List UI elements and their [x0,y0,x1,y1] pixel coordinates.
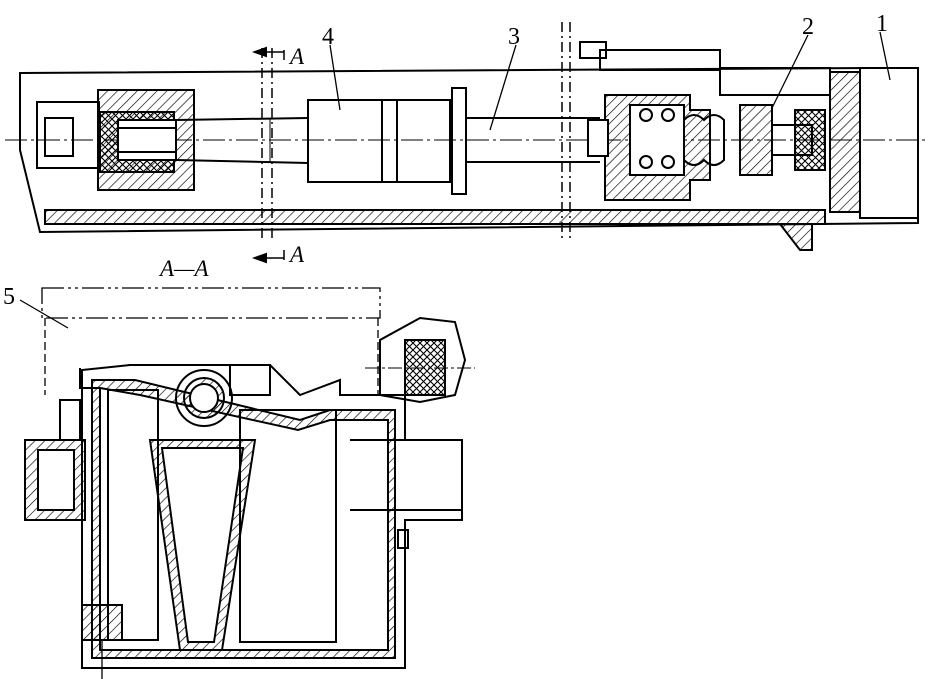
right-gear [379,316,467,404]
spring-coupling [683,114,725,166]
part-2-disc [739,104,773,176]
left-nut [36,101,100,169]
housing-body [81,364,463,669]
cylinder-4 [307,99,451,183]
label-part-1: 1 [876,11,888,37]
end-block-hatched [829,71,861,213]
shaft-section [175,369,233,427]
section-marker-bottom: A [288,242,305,267]
label-part-4: 4 [322,24,334,50]
label-part-2: 2 [802,14,814,40]
top-assembly-view [5,22,925,264]
bottom-wall [44,209,826,225]
section-view [19,287,475,679]
main-shaft [175,117,309,164]
label-part-3: 3 [508,24,520,50]
flange [451,87,467,195]
section-view-title: A—A [158,256,210,281]
section-marker-top: A [288,44,305,69]
part-5-outline [41,287,381,319]
label-part-5: 5 [3,284,15,310]
